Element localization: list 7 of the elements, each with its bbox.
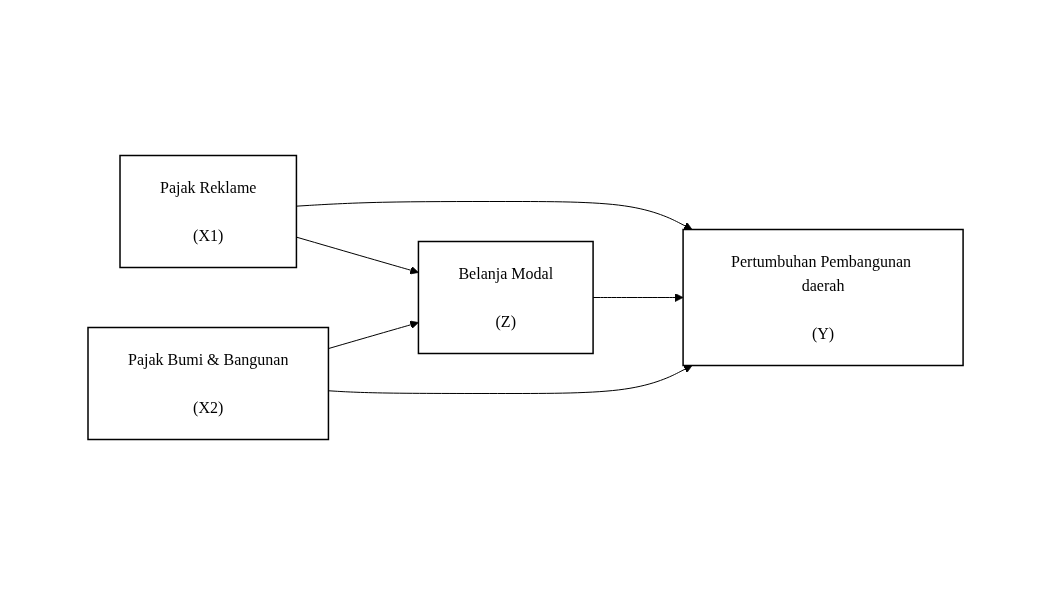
node-box: Belanja Modal (Z): [418, 240, 595, 355]
arrow: [328, 365, 693, 394]
arrow: [296, 201, 693, 230]
node-box: Pajak Reklame (X1): [119, 154, 298, 269]
node-box: Pertumbuhan Pembangunan daerah (Y): [682, 228, 965, 367]
arrow: [593, 293, 684, 302]
node-box: Pajak Bumi & Bangunan (X2): [87, 326, 330, 441]
